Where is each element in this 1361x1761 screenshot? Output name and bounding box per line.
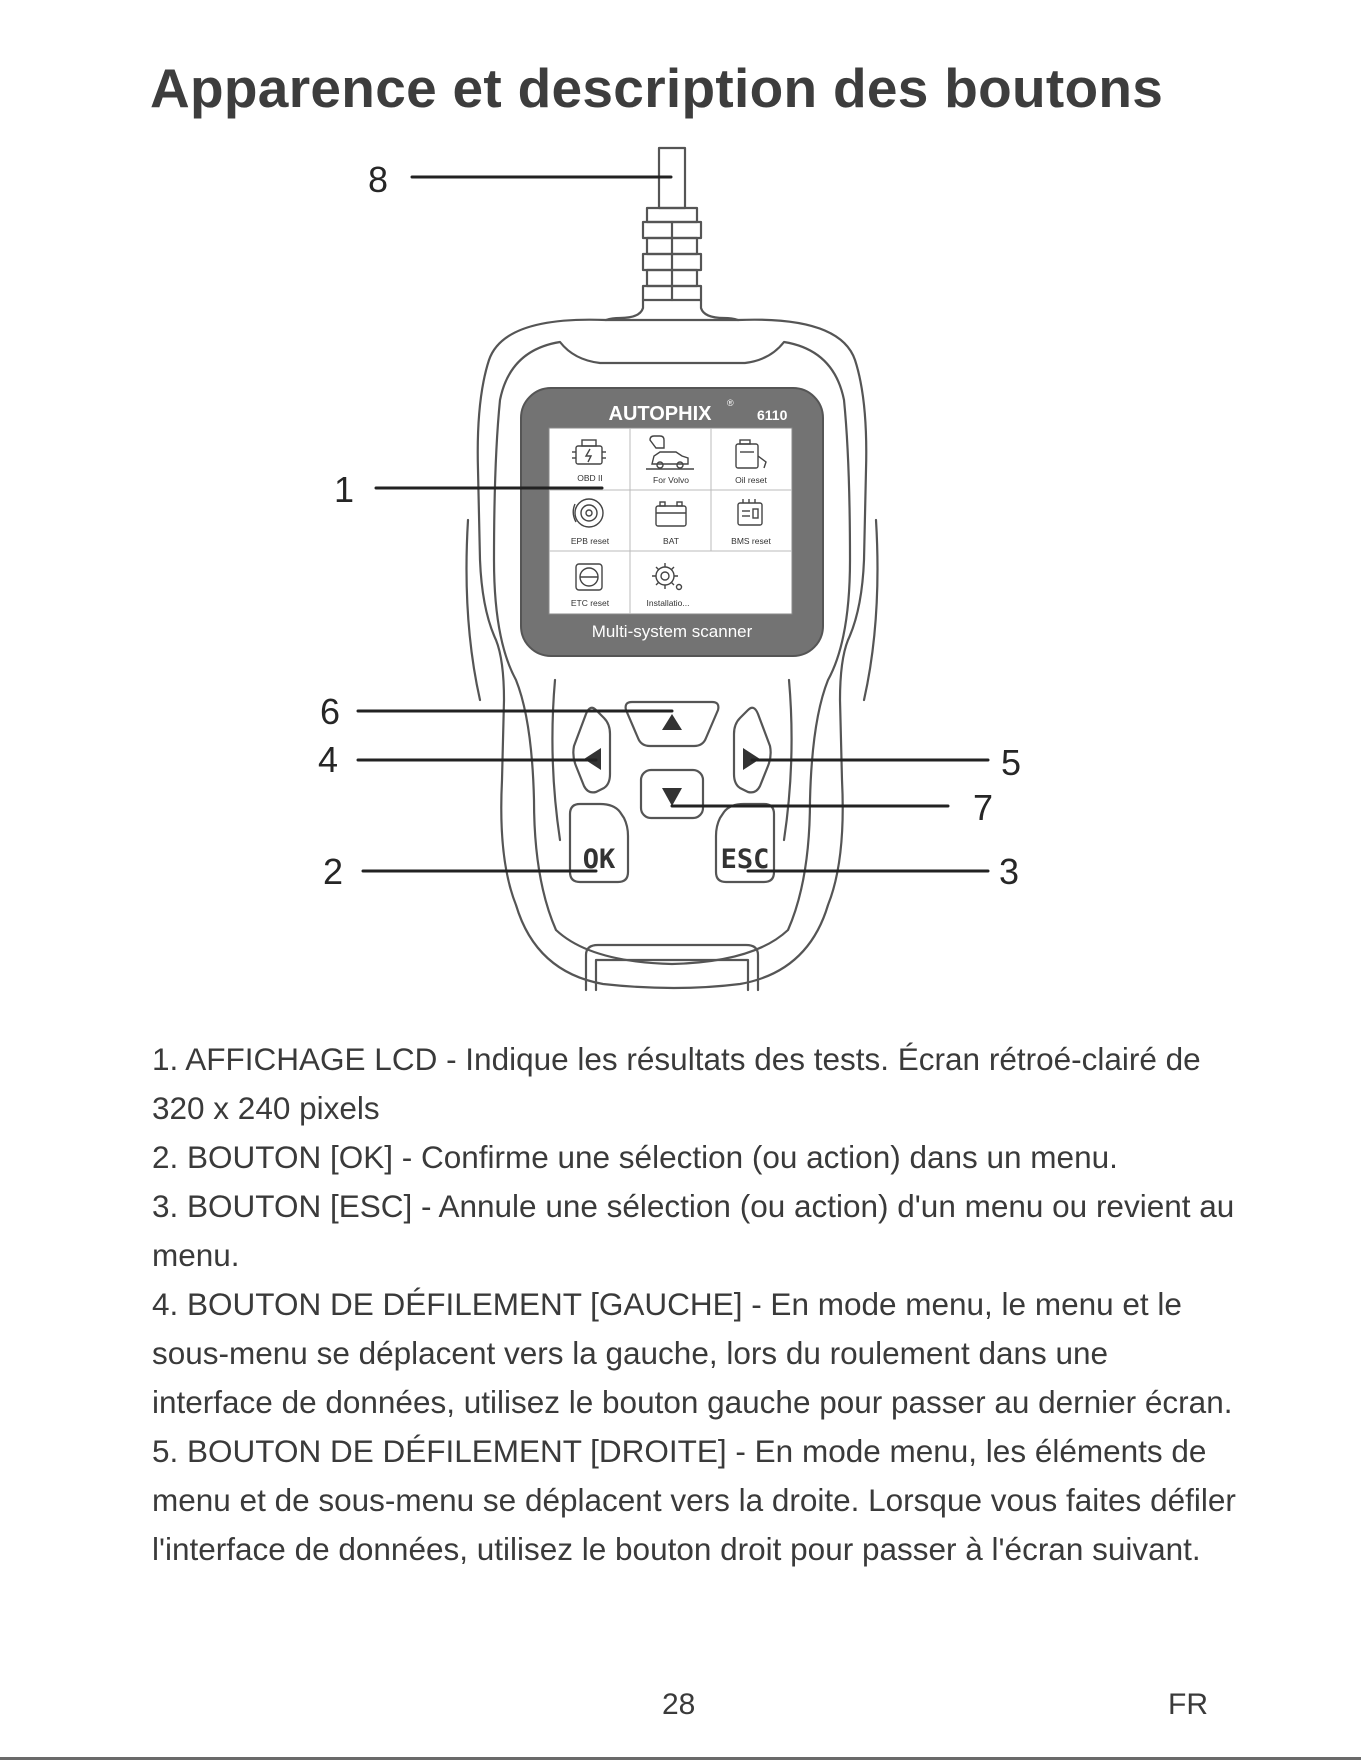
menu-item-label: BMS reset xyxy=(731,536,771,546)
throttle-icon xyxy=(575,563,603,591)
device-outer-shell xyxy=(476,318,868,990)
device-diagram: AUTOPHIX ® 6110 xyxy=(356,146,990,992)
menu-item-label: For Volvo xyxy=(653,475,689,485)
down-button-outline xyxy=(639,768,705,820)
description-ok-button: 2. BOUTON [OK] - Confirme une sélection … xyxy=(152,1139,1118,1175)
callout-5: 5 xyxy=(1001,742,1022,783)
brake-disc-icon xyxy=(572,498,604,528)
callout-3: 3 xyxy=(999,851,1020,892)
device-inner-shell xyxy=(492,340,852,966)
button-descriptions: 1. AFFICHAGE LCD - Indique les résultats… xyxy=(152,1035,1237,1574)
description-left-button: 4. BOUTON DE DÉFILEMENT [GAUCHE] - En mo… xyxy=(152,1286,1233,1420)
callout-1: 1 xyxy=(334,469,355,510)
battery-icon xyxy=(655,501,687,527)
callout-6: 6 xyxy=(320,691,341,732)
menu-item-label: OBD II xyxy=(577,473,603,483)
engine-icon xyxy=(572,439,606,465)
callout-2: 2 xyxy=(323,851,344,892)
up-arrow-icon xyxy=(662,714,682,730)
callout-4: 4 xyxy=(318,739,339,780)
bottom-slot xyxy=(584,943,760,992)
up-button-outline xyxy=(624,700,720,748)
battery-management-icon xyxy=(737,499,763,526)
bottom-rule xyxy=(0,1757,1361,1760)
menu-item-label: BAT xyxy=(663,536,679,546)
left-button-outline xyxy=(572,706,612,794)
menu-item-label: Installatio... xyxy=(647,598,690,608)
page-title: Apparence et description des boutons xyxy=(150,57,1164,119)
description-lcd: 1. AFFICHAGE LCD - Indique les résultats… xyxy=(152,1041,1201,1126)
callout-7: 7 xyxy=(973,787,994,828)
menu-item-label: Oil reset xyxy=(735,475,767,485)
callout-8: 8 xyxy=(368,159,389,200)
description-right-button: 5. BOUTON DE DÉFILEMENT [DROITE] - En mo… xyxy=(152,1433,1236,1567)
down-arrow-icon xyxy=(662,788,682,806)
car-icon xyxy=(646,435,694,470)
right-button-outline xyxy=(732,706,772,794)
device-model: 6110 xyxy=(757,407,788,423)
screen-footer: Multi-system scanner xyxy=(592,622,753,641)
svg-text:®: ® xyxy=(727,398,734,408)
gear-icon xyxy=(652,563,683,591)
menu-item-label: EPB reset xyxy=(571,536,610,546)
menu-item-label: ETC reset xyxy=(571,598,610,608)
esc-button-outline xyxy=(714,802,776,884)
page-number: 28 xyxy=(662,1688,696,1721)
oil-can-icon xyxy=(735,439,767,469)
ok-button-outline xyxy=(568,802,630,884)
language-code: FR xyxy=(1168,1688,1208,1721)
description-esc-button: 3. BOUTON [ESC] - Annule une sélection (… xyxy=(152,1188,1235,1273)
device-brand: AUTOPHIX xyxy=(609,403,713,425)
obd-cable xyxy=(604,146,740,322)
